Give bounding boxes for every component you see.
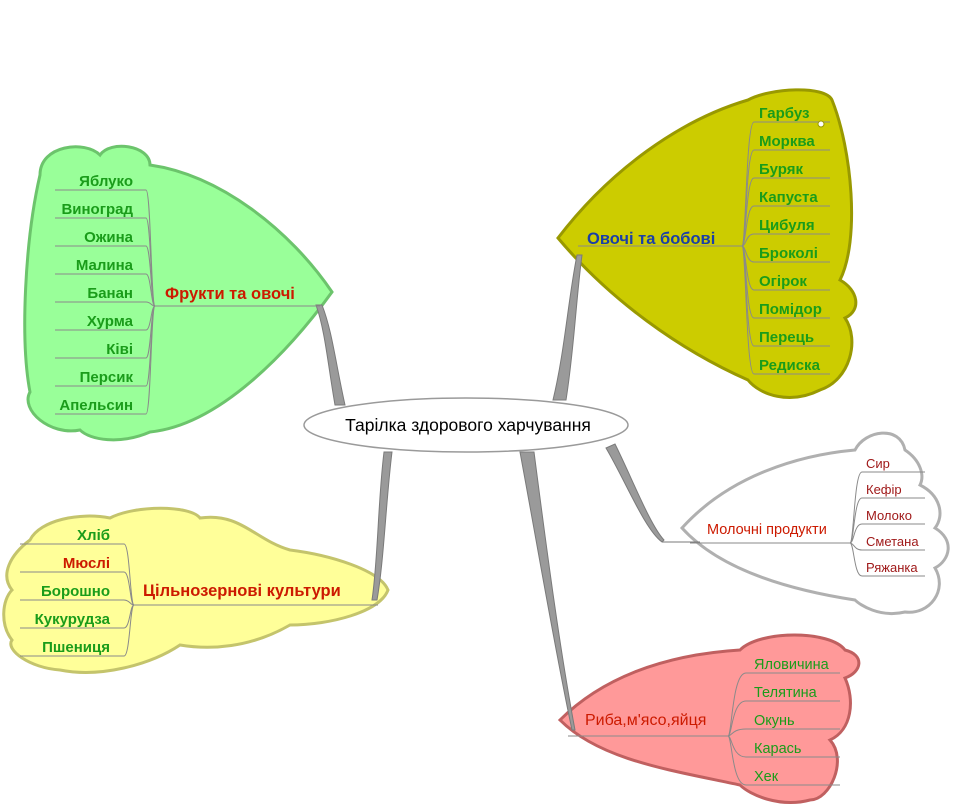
connector-vegetables — [552, 254, 583, 401]
protein-cloud — [557, 633, 861, 804]
dairy-item-2[interactable]: Кефір — [866, 482, 902, 497]
grains-item-connector — [20, 604, 135, 629]
fruits-item-2[interactable]: Виноград — [61, 201, 133, 218]
fruits-item-connector — [55, 305, 156, 415]
dairy-item-3[interactable]: Молоко — [866, 508, 912, 523]
protein-item-4[interactable]: Карась — [754, 741, 801, 757]
connector-grains — [371, 451, 393, 601]
center-ellipse — [303, 397, 629, 453]
vegetables-item-connector — [741, 245, 830, 375]
dairy-cloud — [679, 431, 950, 615]
connector-fruits — [315, 304, 346, 406]
grains-cloud — [2, 506, 390, 674]
vegetables-item-3[interactable]: Буряк — [759, 161, 803, 178]
grains-item-connector — [20, 604, 135, 657]
vegetables-item-10[interactable]: Редиска — [759, 357, 821, 374]
fruits-item-connector — [55, 273, 156, 307]
center-label: Тарілка здорового харчування — [345, 415, 591, 435]
dairy-item-4[interactable]: Сметана — [866, 534, 919, 549]
protein-item-connector — [727, 700, 840, 737]
protein-item-5[interactable]: Хек — [754, 769, 779, 785]
vegetables-item-connector — [741, 205, 830, 247]
fruits-item-7[interactable]: Ківі — [106, 341, 133, 358]
dairy-item-connector — [849, 523, 925, 544]
vegetables-item-4[interactable]: Капуста — [759, 189, 818, 206]
fruits-item-4[interactable]: Малина — [76, 257, 134, 274]
fruits-item-connector — [55, 305, 156, 331]
grains-branch-label[interactable]: Цільнозернові культури — [143, 582, 341, 600]
center-node[interactable]: Тарілка здорового харчування — [303, 397, 629, 453]
branch-dairy: Молочні продукти СирКефірМолокоСметанаРяж… — [690, 456, 925, 577]
vegetables-item-7[interactable]: Огірок — [759, 273, 807, 290]
vegetables-item-5[interactable]: Цибуля — [759, 217, 815, 234]
dairy-item-5[interactable]: Ряжанка — [866, 560, 918, 575]
fruits-item-8[interactable]: Персик — [80, 369, 134, 386]
dairy-branch-label[interactable]: Молочні продукти — [707, 522, 827, 538]
vegetables-item-8[interactable]: Помідор — [759, 301, 822, 318]
grains-item-4[interactable]: Кукурудза — [35, 611, 111, 628]
protein-branch-label[interactable]: Риба,м'ясо,яйця — [585, 712, 706, 729]
grains-item-connector — [20, 571, 135, 606]
dairy-item-connector — [849, 542, 925, 577]
grains-item-3[interactable]: Борошно — [41, 583, 110, 600]
protein-item-connector — [727, 728, 840, 737]
dairy-item-connector — [849, 542, 925, 551]
vegetables-item-9[interactable]: Перець — [759, 329, 814, 346]
collapse-handle[interactable] — [817, 120, 825, 128]
protein-item-2[interactable]: Телятина — [754, 685, 818, 701]
vegetables-item-1[interactable]: Гарбуз — [759, 105, 809, 122]
fruits-item-1[interactable]: Яблуко — [79, 173, 133, 190]
connector-dairy — [605, 443, 665, 543]
fruits-branch-label[interactable]: Фрукти та овочі — [165, 285, 295, 303]
fruits-item-connector — [55, 301, 156, 307]
dairy-item-1[interactable]: Сир — [866, 456, 890, 471]
protein-item-connector — [727, 735, 840, 786]
fruits-item-6[interactable]: Хурма — [87, 313, 134, 330]
vegetables-item-6[interactable]: Броколі — [759, 245, 818, 262]
connector-protein — [519, 451, 576, 731]
grains-item-5[interactable]: Пшениця — [42, 639, 110, 656]
protein-item-1[interactable]: Яловичина — [754, 657, 830, 673]
fruits-cloud — [23, 144, 334, 442]
fruits-item-9[interactable]: Апельсин — [59, 397, 133, 414]
dairy-item-connector — [849, 497, 925, 544]
branch-protein: Риба,м'ясо,яйця ЯловичинаТелятинаОкуньКар… — [568, 657, 840, 786]
protein-item-connector — [727, 735, 840, 758]
vegetables-item-connector — [741, 233, 830, 247]
connectors — [315, 254, 700, 731]
protein-item-3[interactable]: Окунь — [754, 713, 795, 729]
fruits-item-3[interactable]: Ожина — [84, 229, 134, 246]
branch-fruits: Фрукти та овочі ЯблукоВиноградОжинаМалина… — [55, 173, 320, 415]
vegetables-branch-label[interactable]: Овочі та бобові — [587, 230, 715, 248]
grains-item-2[interactable]: Мюслі — [63, 555, 110, 572]
vegetables-item-2[interactable]: Морква — [759, 133, 815, 150]
branch-grains: Цільнозернові культури ХлібМюсліБорошноКу… — [20, 527, 378, 657]
grains-item-1[interactable]: Хліб — [77, 527, 110, 544]
grains-item-connector — [20, 599, 135, 606]
branch-vegetables: Овочі та бобові ГарбузМоркваБурякКапустаЦ… — [578, 105, 830, 375]
vegetables-cloud — [556, 88, 858, 399]
vegetables-item-connector — [741, 245, 830, 263]
fruits-item-5[interactable]: Банан — [87, 285, 133, 302]
